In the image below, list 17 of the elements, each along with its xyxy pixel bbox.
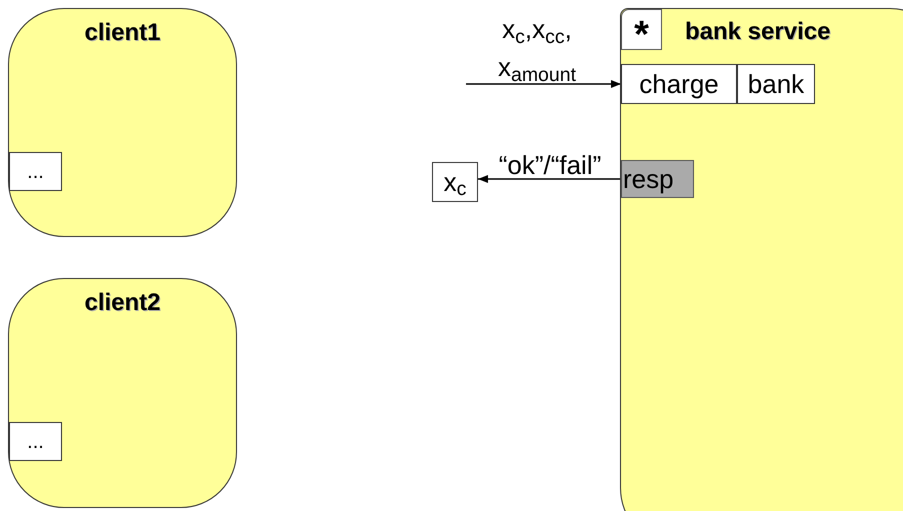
client-container bbox=[8, 278, 237, 508]
service-container bbox=[620, 8, 903, 511]
port-box: ... bbox=[9, 422, 62, 461]
container-title: bank service bbox=[685, 17, 830, 47]
arrow bbox=[466, 80, 621, 88]
marker-box: * bbox=[621, 9, 662, 50]
response-port: resp bbox=[621, 160, 694, 198]
port-box: bank bbox=[737, 64, 815, 104]
container-title: client2 bbox=[83, 288, 162, 318]
arrow bbox=[478, 175, 621, 183]
edge-label: x$_{c}$,x$_{cc}$, x$_{amount}$ bbox=[496, 13, 578, 86]
port-box: x$_{c}$ bbox=[432, 162, 478, 202]
container-title: client1 bbox=[83, 18, 162, 48]
edge-label: “ok”/“fail” bbox=[498, 149, 602, 182]
client-container bbox=[8, 8, 237, 237]
port-box: charge bbox=[621, 64, 737, 104]
port-box: ... bbox=[9, 152, 62, 191]
